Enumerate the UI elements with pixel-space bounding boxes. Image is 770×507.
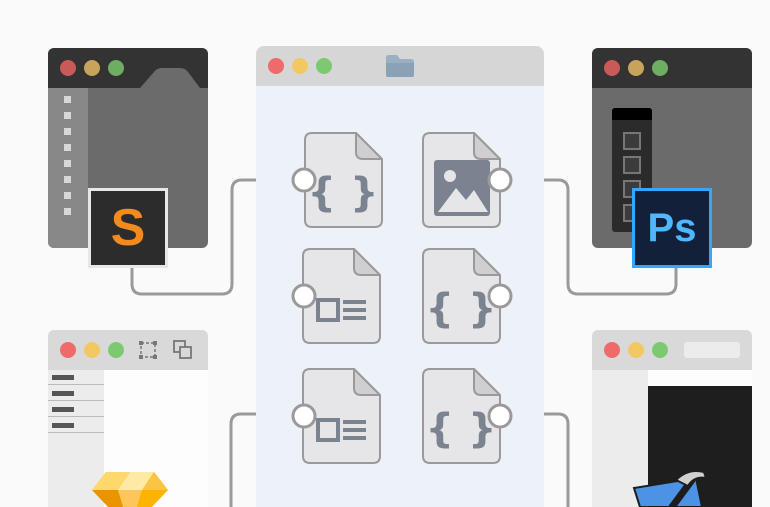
zoom-button[interactable] <box>316 58 332 74</box>
group-icon[interactable] <box>138 340 158 360</box>
layout-file-icon[interactable] <box>302 248 382 344</box>
sublime-window <box>48 48 208 248</box>
minimize-button[interactable] <box>628 342 644 358</box>
xcode-window <box>592 330 752 507</box>
photoshop-icon[interactable]: Ps <box>632 188 712 268</box>
tool-button[interactable] <box>623 132 641 150</box>
zoom-button[interactable] <box>652 60 668 76</box>
xcode-hammer-icon[interactable] <box>630 468 712 507</box>
zoom-button[interactable] <box>108 60 124 76</box>
svg-text:{ }: { } <box>308 170 379 216</box>
finder-titlebar <box>256 46 544 86</box>
svg-text:{ }: { } <box>426 286 497 332</box>
arrange-icon[interactable] <box>173 340 193 360</box>
close-button[interactable] <box>60 60 76 76</box>
zoom-button[interactable] <box>652 342 668 358</box>
layers-sidebar <box>48 370 104 507</box>
close-button[interactable] <box>604 60 620 76</box>
svg-text:{ }: { } <box>426 406 497 452</box>
sketch-diamond-icon[interactable] <box>90 470 170 507</box>
close-button[interactable] <box>60 342 76 358</box>
minimize-button[interactable] <box>628 60 644 76</box>
code-braces-icon[interactable]: { } <box>304 132 384 228</box>
folder-icon <box>386 55 414 77</box>
zoom-button[interactable] <box>108 342 124 358</box>
sublime-titlebar <box>48 48 208 88</box>
minimize-button[interactable] <box>292 58 308 74</box>
tool-button[interactable] <box>623 156 641 174</box>
xcode-titlebar <box>592 330 752 370</box>
gutter-marks <box>64 96 71 215</box>
photoshop-titlebar <box>592 48 752 88</box>
minimize-button[interactable] <box>84 342 100 358</box>
sublime-text-icon[interactable]: S <box>88 188 168 268</box>
layout-file-icon[interactable] <box>302 368 382 464</box>
code-braces-icon[interactable]: { } <box>422 368 502 464</box>
code-braces-icon[interactable]: { } <box>422 248 502 344</box>
tab-shape <box>140 68 200 88</box>
close-button[interactable] <box>268 58 284 74</box>
close-button[interactable] <box>604 342 620 358</box>
sketch-titlebar <box>48 330 208 370</box>
image-file-icon[interactable] <box>422 132 502 228</box>
minimize-button[interactable] <box>84 60 100 76</box>
xcode-navigator <box>592 370 648 507</box>
xcode-status-field <box>684 342 740 358</box>
